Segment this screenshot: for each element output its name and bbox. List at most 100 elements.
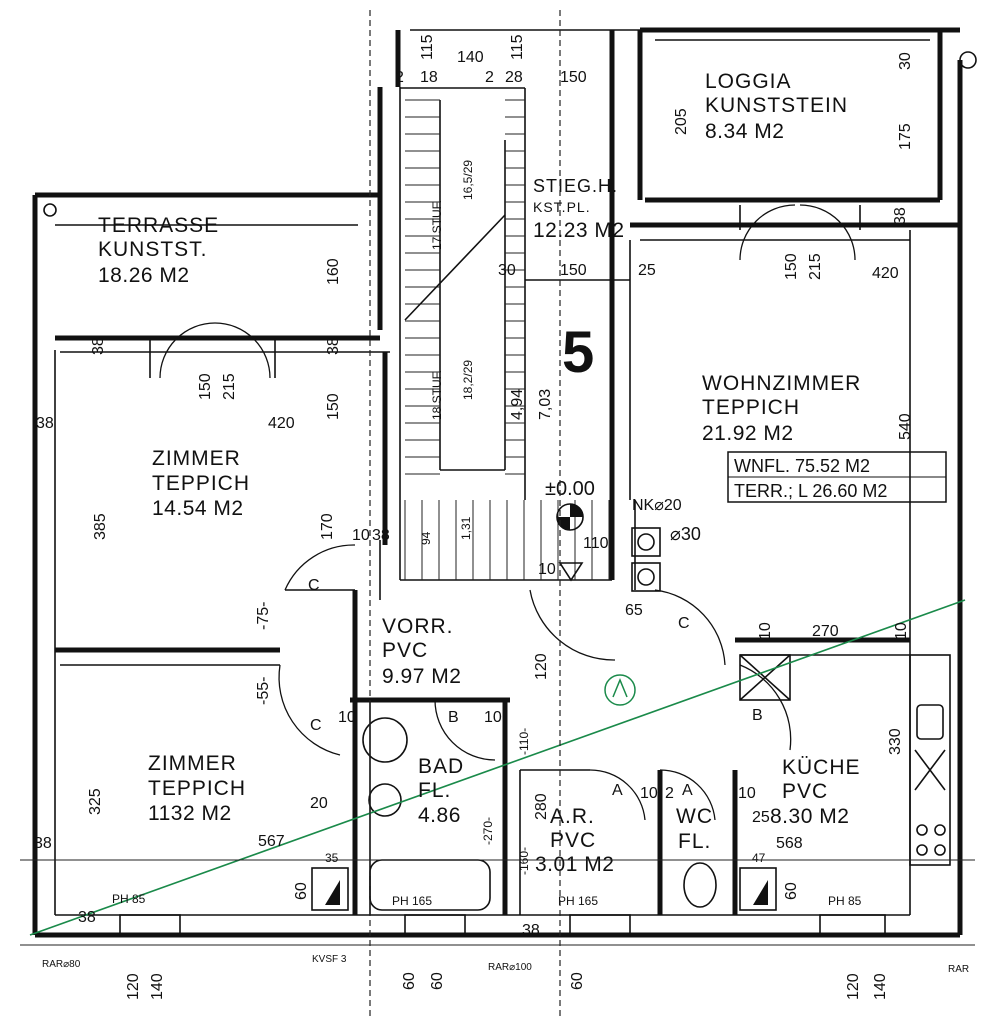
dim-2c: 2 <box>665 785 674 802</box>
dim-38c: 38 <box>36 415 54 432</box>
vorraum-area: 9.97 M2 <box>382 665 461 688</box>
dim-385: 385 <box>92 513 109 540</box>
dim-140l: 140 <box>149 973 166 1000</box>
ph165-ar: PH 165 <box>558 894 598 908</box>
dim-120r: 120 <box>845 973 862 1000</box>
stiegenhaus-floor: KST.PL. <box>533 199 591 215</box>
wohnzimmer-area: 21.92 M2 <box>702 422 794 445</box>
dim-270b: -270- <box>481 817 495 845</box>
dim-175: 175 <box>897 123 914 150</box>
dim-38f: 38 <box>78 909 96 926</box>
dim-60d: 60 <box>429 972 446 990</box>
toilet-bath <box>368 783 402 817</box>
dim-140r: 140 <box>872 973 889 1000</box>
vorraum-name: VORR. <box>382 615 454 638</box>
entry-marker <box>558 562 584 582</box>
ph85-left: PH 85 <box>112 892 146 906</box>
dim-38a: 38 <box>90 337 107 355</box>
bad-floor: FL. <box>418 779 451 802</box>
kueche-name: KÜCHE <box>782 756 861 779</box>
stair-break-line <box>404 214 506 321</box>
dim-420right: 420 <box>872 265 899 282</box>
rar100-text: RAR⌀100 <box>488 962 532 973</box>
zimmer1-area: 14.54 M2 <box>152 497 244 520</box>
dim-38g: 38 <box>522 922 540 939</box>
dim-30b: 30 <box>897 52 914 70</box>
bad-name: BAD <box>418 755 464 778</box>
dim-205: 205 <box>673 108 690 135</box>
dim-10h: 10 <box>640 785 658 802</box>
kvsf-text: KVSF 3 <box>312 954 347 965</box>
abstellraum-area: 3.01 M2 <box>535 853 614 876</box>
dim-150wd: 150 <box>783 253 800 280</box>
dim-10e: 10 <box>338 709 356 726</box>
nk-text: NK⌀20 <box>632 497 682 514</box>
loggia-area: 8.34 M2 <box>705 120 784 143</box>
section-line <box>29 599 966 936</box>
dimensions: 115 115 140 150 2 18 2 28 30 150 205 175… <box>34 34 914 1000</box>
dim-703: 7,03 <box>537 389 554 420</box>
steps-bottom: 18,2/29 <box>461 360 475 400</box>
abstellraum-floor: PVC <box>550 829 596 852</box>
dim-60e: 60 <box>569 972 586 990</box>
zimmer1-floor: TEPPICH <box>152 472 250 495</box>
zimmer2-name: ZIMMER <box>148 752 237 775</box>
room-labels: TERRASSE KUNSTST. 18.26 M2 LOGGIA KUNSTS… <box>98 70 861 876</box>
dim-150mid: 150 <box>560 262 587 279</box>
terrasse-area: 18.26 M2 <box>98 264 190 287</box>
radiator-left <box>311 867 349 911</box>
loggia-name: LOGGIA <box>705 70 792 93</box>
level-text: ±0.00 <box>545 478 595 500</box>
dim-10b: 10 <box>538 561 556 578</box>
dim-20: 20 <box>310 795 328 812</box>
zimmer2-floor: TEPPICH <box>148 777 246 800</box>
zimmer1-name: ZIMMER <box>152 447 241 470</box>
dim-38e: 38 <box>34 835 52 852</box>
dim-10a: 10 <box>352 527 370 544</box>
washbasin <box>362 717 408 763</box>
dim-25: 25 <box>638 262 656 279</box>
abstellraum-name: A.R. <box>550 805 595 828</box>
stiegenhaus-area: 12.23 M2 <box>533 219 625 242</box>
kitchen-sink <box>916 704 944 740</box>
kitchen-counter <box>909 654 951 866</box>
wc-floor: FL. <box>678 830 711 853</box>
dim-115b: 115 <box>509 34 526 60</box>
dim-120: 120 <box>533 653 550 680</box>
dim-2b: 2 <box>485 69 494 86</box>
dim-60c: 60 <box>401 972 418 990</box>
dim-60b: 60 <box>783 882 800 900</box>
dim-10d: 10 <box>893 622 910 640</box>
dim-160b: -160- <box>517 847 531 875</box>
meter-box-1 <box>631 527 661 557</box>
label-a1: A <box>612 782 623 799</box>
kueche-floor: PVC <box>782 780 828 803</box>
area-summary: WNFL. 75.52 M2 TERR.; L 26.60 M2 <box>727 451 947 503</box>
dim-55: -55- <box>255 677 272 705</box>
fixtures <box>43 51 977 936</box>
dim-420left: 420 <box>268 415 295 432</box>
meter-box-2 <box>631 562 661 592</box>
dim-280: 280 <box>533 793 550 820</box>
dia30-text: ⌀30 <box>670 524 701 544</box>
ph165-bad: PH 165 <box>392 894 432 908</box>
label-b2: B <box>752 707 763 724</box>
dim-494: 4,94 <box>509 389 526 420</box>
dim-94: 94 <box>419 531 433 545</box>
dim-2a: 2 <box>395 69 404 86</box>
markers: ±0.00 NK⌀20 ⌀30 PH 85 PH 165 PH 165 PH 8… <box>42 160 969 975</box>
dim-568: 568 <box>776 835 803 852</box>
label-a2: A <box>682 782 693 799</box>
stufen-top: 17 STUF. <box>430 200 444 250</box>
dim-65: 65 <box>625 602 643 619</box>
wohnzimmer-floor: TEPPICH <box>702 396 800 419</box>
label-c3: C <box>678 615 690 632</box>
stiegenhaus-name: STIEG.H. <box>533 176 618 196</box>
dim-150top: 150 <box>560 69 587 86</box>
shaft <box>739 654 791 701</box>
dim-140: 140 <box>457 49 484 66</box>
dim-35: 35 <box>325 851 339 865</box>
dim-330: 330 <box>887 728 904 755</box>
dim-25b: 25 <box>752 809 770 826</box>
dim-28: 28 <box>505 69 523 86</box>
